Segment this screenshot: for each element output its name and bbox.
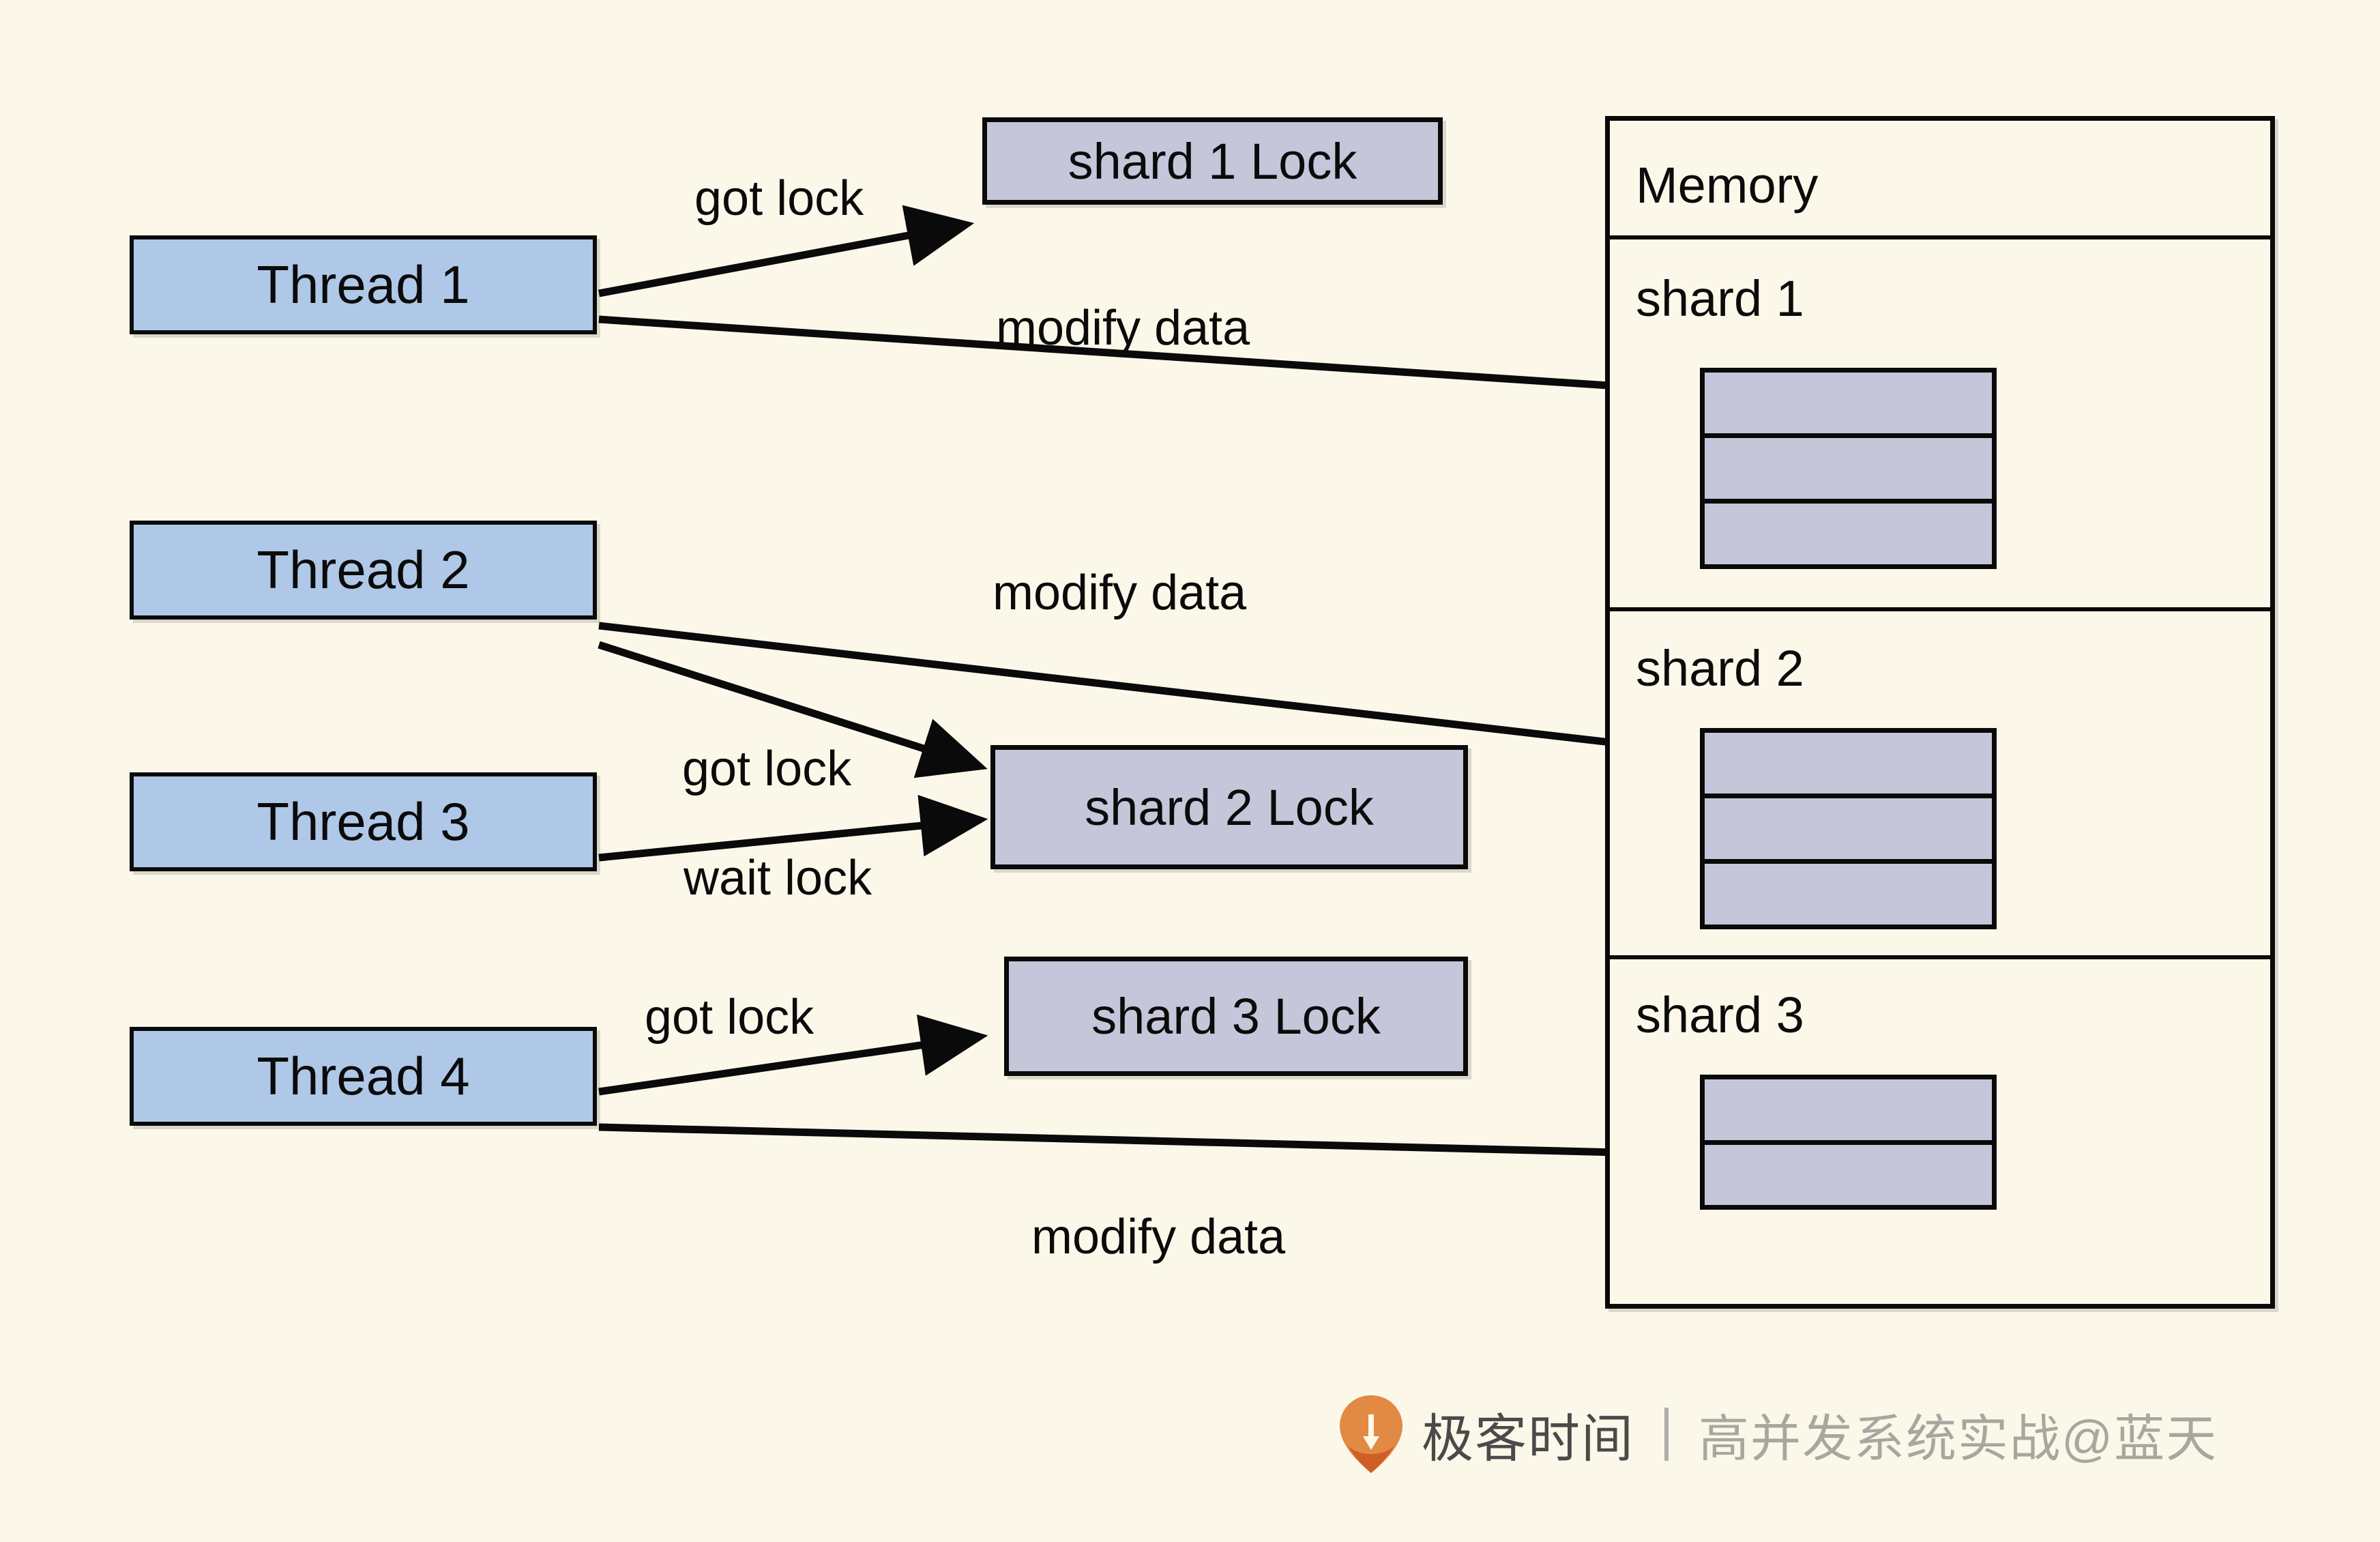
memory-shard-stack-3 <box>1700 1075 1997 1210</box>
memory-shard-label-3: shard 3 <box>1636 987 1804 1043</box>
memory-shard-stack-2 <box>1700 728 1997 929</box>
lock-label: shard 2 Lock <box>1085 779 1374 836</box>
memory-shard2-divider <box>1610 955 2270 959</box>
edge-label-got-lock-1: got lock <box>694 171 864 226</box>
memory-shard-stack-1 <box>1700 368 1997 569</box>
memory-shard-row <box>1705 864 1992 925</box>
edge-thread2-to-memory-shard2 <box>598 622 1693 775</box>
edge-label-modify-data-2: modify data <box>993 566 1247 620</box>
memory-panel: Memory shard 1 shard 2 shard 3 <box>1605 116 2275 1309</box>
memory-shard-label-1: shard 1 <box>1636 270 1804 327</box>
brand-separator <box>1664 1408 1669 1461</box>
brand-name: 极客时间 <box>1422 1410 1634 1468</box>
course-name: 高并发系统实战@蓝天 <box>1699 1410 2218 1467</box>
edge-label-wait-lock: wait lock <box>684 851 872 905</box>
memory-title: Memory <box>1636 157 1819 214</box>
lock-label: shard 3 Lock <box>1091 988 1381 1045</box>
edge-thread2-to-shard2-lock <box>598 641 988 779</box>
memory-shard-label-2: shard 2 <box>1636 640 1804 697</box>
lock-label: shard 1 Lock <box>1068 132 1357 190</box>
branding: 极客时间 高并发系统实战@蓝天 <box>1338 1393 2218 1475</box>
edge-thread1-to-shard1-lock <box>598 205 975 297</box>
edge-thread1-to-memory-shard1 <box>598 315 1693 418</box>
geekbang-logo-icon <box>1338 1394 1404 1474</box>
memory-shard-row <box>1705 1144 1992 1205</box>
thread-label: Thread 1 <box>256 254 470 315</box>
thread-label: Thread 2 <box>256 540 470 600</box>
lock-box-shard-3[interactable]: shard 3 Lock <box>1004 957 1468 1076</box>
memory-shard-row <box>1705 504 1992 564</box>
memory-shard-row <box>1705 733 1992 798</box>
thread-box-1[interactable]: Thread 1 <box>130 235 597 334</box>
thread-box-4[interactable]: Thread 4 <box>130 1027 597 1126</box>
thread-label: Thread 4 <box>256 1046 470 1106</box>
edge-label-modify-data-1: modify data <box>996 301 1250 355</box>
edge-thread4-to-memory-shard3 <box>598 1123 1701 1159</box>
memory-header-divider <box>1610 235 2270 239</box>
edge-thread3-to-shard2-lock <box>598 794 988 862</box>
thread-box-2[interactable]: Thread 2 <box>130 521 597 620</box>
edge-thread4-to-shard3-lock <box>598 1014 988 1096</box>
memory-shard-row <box>1705 1079 1992 1145</box>
edge-label-got-lock-2: got lock <box>682 742 852 796</box>
lock-box-shard-2[interactable]: shard 2 Lock <box>990 745 1468 869</box>
thread-label: Thread 3 <box>256 791 470 852</box>
thread-box-3[interactable]: Thread 3 <box>130 772 597 871</box>
edge-label-got-lock-3: got lock <box>645 990 814 1045</box>
memory-shard-row <box>1705 438 1992 504</box>
memory-shard1-divider <box>1610 607 2270 611</box>
memory-shard-row <box>1705 798 1992 864</box>
lock-box-shard-1[interactable]: shard 1 Lock <box>982 117 1443 205</box>
edge-label-modify-data-3: modify data <box>1031 1210 1286 1264</box>
memory-shard-row <box>1705 373 1992 438</box>
